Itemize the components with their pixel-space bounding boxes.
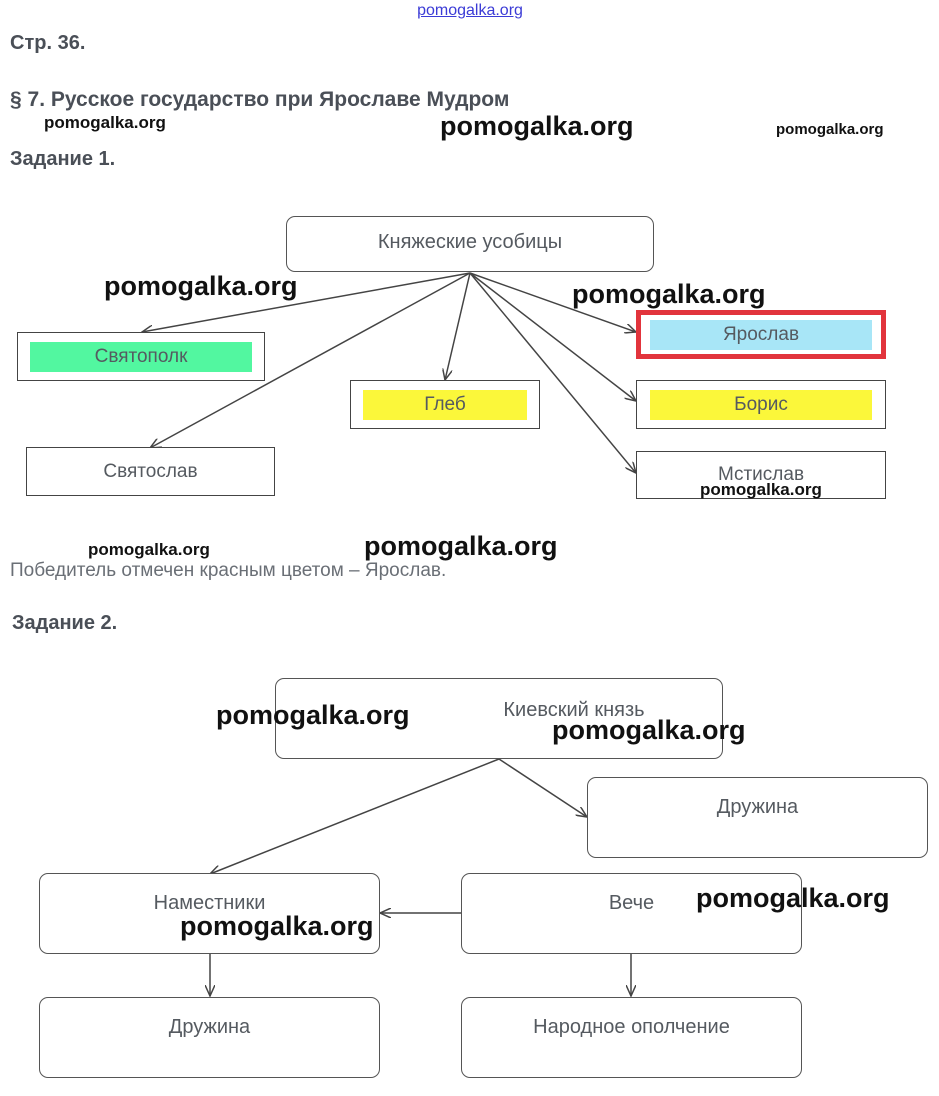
node-druzhina-top: Дружина	[587, 777, 928, 858]
watermark: pomogalka.org	[776, 121, 884, 138]
arrow-to-namestniki	[210, 758, 500, 874]
mstislav-label: Мстислав	[717, 464, 805, 485]
watermark: pomogalka.org	[696, 883, 890, 913]
node-gleb: Глеб	[350, 380, 540, 429]
arrow-to-svyatoslav	[150, 272, 471, 448]
watermark: pomogalka.org	[88, 540, 210, 559]
watermark: pomogalka.org	[440, 111, 634, 141]
page-reference: Стр. 36.	[10, 32, 86, 54]
boris-highlight: Борис	[650, 389, 872, 420]
task2-title: Задание 2.	[12, 612, 118, 634]
node-svyatopolk: Святополк	[17, 332, 265, 381]
node-druzhina-bottom: Дружина	[39, 997, 380, 1078]
arrow-to-svyatopolk	[142, 272, 471, 332]
svyatopolk-label: Святополк	[94, 345, 188, 367]
watermark: pomogalka.org	[44, 113, 166, 132]
watermark: pomogalka.org	[216, 700, 410, 730]
boris-label: Борис	[734, 393, 788, 415]
svyatoslav-label: Святослав	[103, 460, 198, 482]
node-narodnoe-opolchenie: Народное ополчение	[461, 997, 802, 1078]
section-title: § 7. Русское государство при Ярославе Му…	[10, 88, 510, 111]
node-boris: Борис	[636, 380, 886, 429]
yaroslav-label: Ярослав	[722, 323, 800, 345]
arrow-to-boris	[469, 272, 636, 401]
arrow-to-gleb	[445, 272, 471, 380]
task1-conclusion: Победитель отмечен красным цветом – Ярос…	[10, 560, 447, 581]
site-link[interactable]: pomogalka.org	[417, 2, 523, 19]
node-knyazheskie-usobitsy: Княжеские усобицы	[286, 216, 654, 272]
watermark: pomogalka.org	[180, 911, 374, 941]
node-mstislav: Мстислав	[636, 451, 886, 499]
gleb-highlight: Глеб	[363, 389, 527, 420]
task1-title: Задание 1.	[10, 148, 116, 170]
arrow-to-druzhina-top	[498, 758, 587, 817]
node-veche: Вече	[461, 873, 802, 954]
arrow-to-mstislav	[469, 272, 636, 473]
yaroslav-highlight: Ярослав	[650, 319, 872, 350]
watermark: pomogalka.org	[572, 279, 766, 309]
svyatopolk-highlight: Святополк	[30, 341, 252, 372]
watermark: pomogalka.org	[104, 271, 298, 301]
watermark: pomogalka.org	[364, 531, 558, 561]
gleb-label: Глеб	[424, 393, 466, 415]
watermark: pomogalka.org	[700, 480, 822, 499]
watermark: pomogalka.org	[552, 715, 746, 745]
arrow-to-yaroslav	[469, 272, 636, 332]
node-svyatoslav: Святослав	[26, 447, 275, 496]
node-kievskiy-knyaz: Киевский князь	[275, 678, 723, 759]
node-namestniki: Наместники	[39, 873, 380, 954]
node-yaroslav: Ярослав	[636, 310, 886, 359]
